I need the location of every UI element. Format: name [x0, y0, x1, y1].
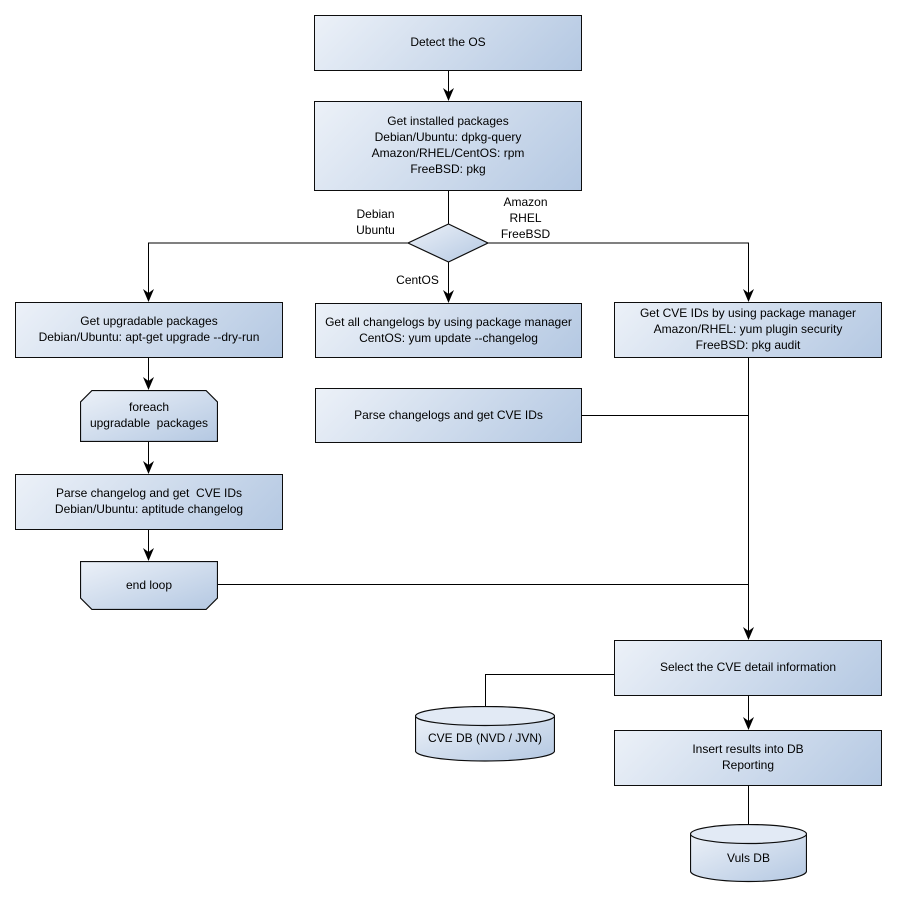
loop-start-shape	[80, 390, 218, 442]
node-detect-os: Detect the OS	[314, 15, 582, 71]
loop-end-shape	[80, 561, 218, 610]
node-get-all-changelogs: Get all changelogs by using package mana…	[315, 303, 582, 358]
arrowhead-into-insert	[743, 717, 754, 730]
database-cylinder-icon	[690, 824, 807, 883]
node-get-upgradable-packages: Get upgradable packages Debian/Ubuntu: a…	[15, 302, 283, 358]
node-end-loop-label: end loop	[125, 577, 173, 592]
node-parse-changelog-debian: Parse changelog and get CVE IDs Debian/U…	[15, 474, 283, 530]
node-parse-changelogs-centos: Parse changelogs and get CVE IDs	[315, 388, 582, 443]
node-vuls-db-label: Vuls DB	[727, 850, 770, 865]
arrowhead-into-foreach	[143, 377, 154, 390]
node-end-loop: end loop	[80, 561, 218, 610]
arrowhead-into-upgradable	[143, 289, 154, 302]
node-insert-results-label: Insert results into DB Reporting	[692, 742, 804, 772]
edge-decision-to-getcve	[488, 242, 749, 301]
node-insert-results: Insert results into DB Reporting	[614, 730, 882, 786]
node-parse-changelog-debian-label: Parse changelog and get CVE IDs Debian/U…	[54, 486, 244, 516]
node-select-cve-detail: Select the CVE detail information	[614, 640, 882, 696]
database-cylinder-icon	[415, 706, 555, 762]
edge-label-debian-ubuntu: Debian Ubuntu	[356, 207, 395, 238]
edge-select-to-cvedb	[485, 674, 614, 706]
node-select-cve-detail-label: Select the CVE detail information	[659, 660, 837, 675]
node-get-upgradable-packages-label: Get upgradable packages Debian/Ubuntu: a…	[38, 314, 260, 344]
edge-label-centos: CentOS	[396, 273, 439, 287]
arrowhead-into-select	[743, 627, 754, 640]
node-foreach-loop-start: foreach upgradable packages	[80, 390, 218, 442]
arrowhead-into-allchangelogs	[443, 290, 454, 303]
arrowhead-into-installed	[443, 88, 454, 101]
node-get-installed-packages-label: Get installed packages Debian/Ubuntu: dp…	[371, 114, 525, 176]
arrowhead-into-parse	[143, 461, 154, 474]
node-cve-db-label: CVE DB (NVD / JVN)	[427, 731, 542, 746]
node-get-cve-ids-pkg-manager-label: Get CVE IDs by using package manager Ama…	[639, 306, 857, 352]
node-foreach-label: foreach upgradable packages	[89, 400, 209, 430]
edge-decision-to-upgradable	[148, 242, 408, 301]
node-vuls-db: Vuls DB	[690, 824, 807, 883]
node-parse-changelogs-centos-label: Parse changelogs and get CVE IDs	[354, 407, 543, 422]
node-cve-db: CVE DB (NVD / JVN)	[415, 706, 555, 762]
node-get-all-changelogs-label: Get all changelogs by using package mana…	[325, 314, 572, 345]
node-detect-os-label: Detect the OS	[410, 35, 486, 50]
node-get-installed-packages: Get installed packages Debian/Ubuntu: dp…	[314, 101, 582, 191]
node-get-cve-ids-pkg-manager: Get CVE IDs by using package manager Ama…	[614, 302, 882, 358]
arrowhead-into-endloop	[143, 548, 154, 561]
decision-diamond	[406, 223, 490, 263]
arrowhead-into-getcve	[743, 289, 754, 302]
edge-label-amazon-rhel-freebsd: Amazon RHEL FreeBSD	[500, 195, 551, 242]
